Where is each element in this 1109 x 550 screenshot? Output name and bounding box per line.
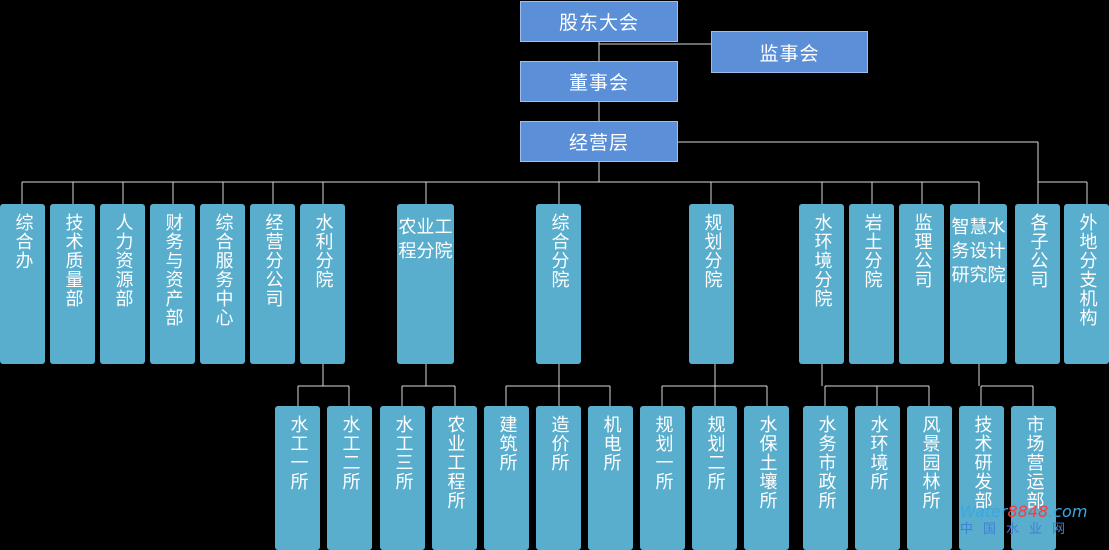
- dept-geotechnical-branch: 岩土分院: [849, 204, 894, 364]
- node-label: 造价所: [548, 415, 570, 472]
- node-label: 综合分院: [548, 213, 570, 289]
- node-label-char: 智: [951, 217, 970, 238]
- dept-technical-quality: 技术质量部: [50, 204, 95, 364]
- unit-water-municipal: 水务市政所: [803, 406, 848, 550]
- unit-water-environment: 水环境所: [855, 406, 900, 550]
- node-label-char: 程: [398, 241, 417, 262]
- dept-human-resources: 人力资源部: [100, 204, 145, 364]
- unit-hydraulic-2: 水工二所: [327, 406, 372, 550]
- watermark-part1: Water: [960, 502, 1008, 521]
- node-label-char: 分: [416, 241, 435, 262]
- watermark: Water8848.com 中国水业网: [960, 503, 1087, 539]
- node-label: 农业工程所: [444, 415, 466, 510]
- node-label: 风景园林所: [919, 415, 941, 510]
- dept-agri-engineering-branch: 农 业 工 程 分 院: [397, 204, 454, 364]
- node-label: 市场营运部: [1023, 415, 1045, 510]
- node-shareholders-meeting: 股东大会: [520, 1, 678, 42]
- unit-agri-engineering: 农业工程所: [432, 406, 477, 550]
- node-label-char: 计: [987, 241, 1006, 262]
- node-label: 董事会: [568, 72, 629, 94]
- node-label-char: 慧: [969, 217, 988, 238]
- node-label-char: 工: [434, 217, 453, 238]
- node-label-grid: 智 慧 水 务 设 计 研 究 院: [952, 213, 1006, 364]
- node-label: 水利分院: [312, 213, 334, 289]
- dept-planning-branch: 规划分院: [689, 204, 734, 364]
- node-board-of-directors: 董事会: [520, 61, 678, 102]
- dept-general-office: 综合办: [0, 204, 45, 364]
- unit-tech-rnd: 技术研发部: [959, 406, 1004, 550]
- node-label: 水环境所: [867, 415, 889, 491]
- node-label: 经营分公司: [262, 213, 284, 308]
- node-label: 机电所: [600, 415, 622, 472]
- unit-hydraulic-1: 水工一所: [275, 406, 320, 550]
- dept-supervision-company: 监理公司: [899, 204, 944, 364]
- dept-remote-branches: 外地分支机构: [1064, 204, 1109, 364]
- dept-comprehensive-branch: 综合分院: [536, 204, 581, 364]
- node-label-char: 研: [951, 265, 970, 286]
- dept-smart-water-institute: 智 慧 水 务 设 计 研 究 院: [950, 204, 1007, 364]
- node-label: 水环境分院: [811, 213, 833, 308]
- node-label-char: 院: [987, 265, 1006, 286]
- node-label: 水务市政所: [815, 415, 837, 510]
- node-label: 财务与资产部: [162, 213, 184, 327]
- node-label: 综合办: [12, 213, 34, 270]
- dept-service-center: 综合服务中心: [200, 204, 245, 364]
- unit-soil-conservation: 水保土壤所: [744, 406, 789, 550]
- unit-market-operations: 市场营运部: [1011, 406, 1056, 550]
- node-label: 技术质量部: [62, 213, 84, 308]
- unit-planning-2: 规划二所: [692, 406, 737, 550]
- node-label: 规划一所: [652, 415, 674, 491]
- unit-planning-1: 规划一所: [640, 406, 685, 550]
- node-label-grid: 农 业 工 程 分 院: [399, 213, 453, 364]
- node-label-char: 水: [987, 217, 1006, 238]
- node-management: 经营层: [520, 121, 678, 162]
- node-label: 股东大会: [558, 12, 639, 34]
- node-label: 水保土壤所: [756, 415, 778, 510]
- watermark-line1: Water8848.com: [960, 503, 1087, 521]
- dept-business-branch: 经营分公司: [250, 204, 295, 364]
- node-label: 规划分院: [701, 213, 723, 289]
- node-label: 水工二所: [339, 415, 361, 491]
- node-label: 综合服务中心: [212, 213, 234, 327]
- node-label: 外地分支机构: [1076, 213, 1098, 327]
- watermark-part3: .com: [1048, 502, 1088, 521]
- node-label-char: 院: [434, 241, 453, 262]
- node-label: 水工一所: [287, 415, 309, 491]
- unit-cost: 造价所: [536, 406, 581, 550]
- node-label: 技术研发部: [971, 415, 993, 510]
- node-label-char: 业: [416, 217, 435, 238]
- node-label: 监事会: [759, 42, 820, 65]
- node-label: 水工三所: [392, 415, 414, 491]
- unit-electromechanical: 机电所: [588, 406, 633, 550]
- node-label-char: 设: [969, 241, 988, 262]
- node-label-char: 务: [951, 241, 970, 262]
- node-label: 岩土分院: [861, 213, 883, 289]
- unit-architecture: 建筑所: [484, 406, 529, 550]
- node-label: 建筑所: [496, 415, 518, 472]
- dept-water-environment-branch: 水环境分院: [799, 204, 844, 364]
- node-label-char: 究: [969, 265, 988, 286]
- node-label: 经营层: [568, 132, 629, 154]
- unit-hydraulic-3: 水工三所: [380, 406, 425, 550]
- unit-landscape: 风景园林所: [907, 406, 952, 550]
- node-label: 规划二所: [704, 415, 726, 491]
- dept-finance-assets: 财务与资产部: [150, 204, 195, 364]
- node-label: 各子公司: [1027, 213, 1049, 289]
- node-label-char: 农: [398, 217, 417, 238]
- watermark-line2: 中国水业网: [960, 522, 1076, 537]
- watermark-part2: 8848: [1007, 502, 1049, 521]
- dept-subsidiaries: 各子公司: [1015, 204, 1060, 364]
- node-label: 人力资源部: [112, 213, 134, 308]
- dept-water-conservancy-branch: 水利分院: [300, 204, 345, 364]
- node-board-of-supervisors: 监事会: [711, 31, 868, 73]
- node-label: 监理公司: [911, 213, 933, 289]
